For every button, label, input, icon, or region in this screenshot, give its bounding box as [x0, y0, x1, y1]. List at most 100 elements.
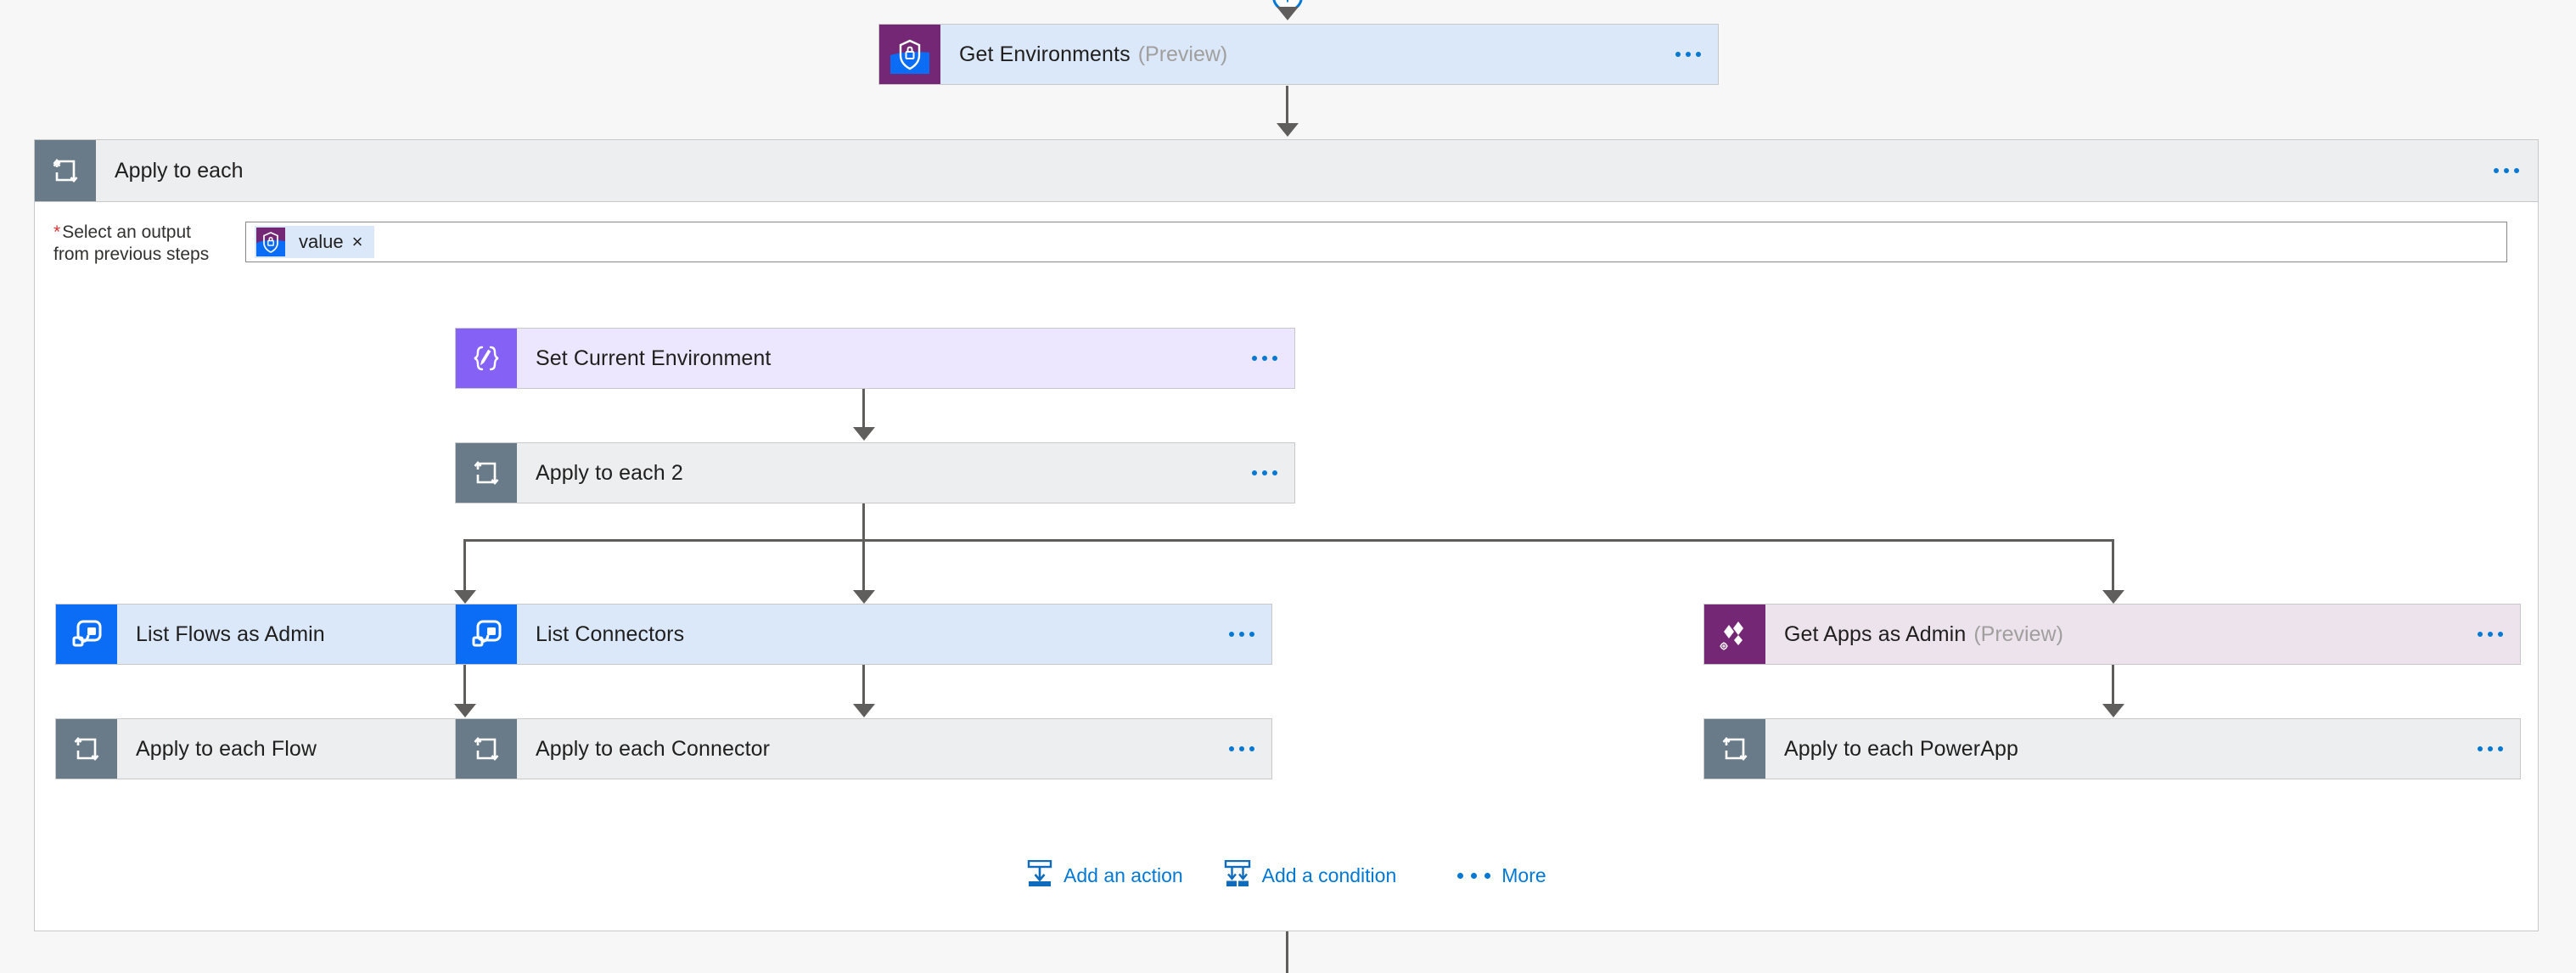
step-title: Apply to each Flow: [136, 736, 317, 761]
dot: [1249, 746, 1254, 751]
step-title: Apply to each PowerApp: [1784, 736, 2018, 761]
dot: [2498, 746, 2503, 751]
dot: [1696, 52, 1701, 57]
dot: [1239, 746, 1244, 751]
powerapps-admin-icon: [1704, 605, 1765, 664]
dot: [1272, 356, 1277, 361]
card-body: Get Apps as Admin (Preview): [1765, 605, 2520, 664]
connector-arrow: [454, 704, 476, 717]
add-an-action-button[interactable]: Add an action: [1027, 859, 1183, 891]
card-body: Get Environments (Preview): [940, 25, 1718, 84]
connector-line: [2112, 665, 2114, 706]
more-dots-icon: [1457, 873, 1491, 879]
more-options-button[interactable]: [1252, 356, 1277, 361]
card-body: List Connectors: [517, 605, 1271, 664]
more-options-button[interactable]: [2494, 168, 2519, 173]
loop-icon: [456, 719, 517, 779]
dot: [1252, 470, 1257, 475]
dot: [1272, 470, 1277, 475]
dot: [1239, 632, 1244, 637]
more-options-button[interactable]: [1252, 470, 1277, 475]
dot: [1249, 632, 1254, 637]
step-card-set-current-environment[interactable]: Set Current Environment: [455, 328, 1295, 389]
dot: [2504, 168, 2509, 173]
power-automate-icon: [56, 605, 117, 664]
dot: [1229, 632, 1234, 637]
step-card-get-apps-as-admin[interactable]: Get Apps as Admin (Preview): [1703, 604, 2521, 665]
more-options-button[interactable]: [1229, 746, 1254, 751]
more-label: More: [1501, 864, 1546, 886]
preview-badge: (Preview): [1973, 621, 2063, 646]
add-an-action-label: Add an action: [1064, 864, 1183, 886]
step-card-list-connectors[interactable]: List Connectors: [455, 604, 1272, 665]
step-title: Get Environments: [959, 42, 1131, 66]
branch-split-bar: [463, 539, 2114, 542]
more-options-button[interactable]: [1229, 632, 1254, 637]
shield-lock-icon: [879, 25, 940, 84]
header-body: Apply to each: [96, 140, 2538, 201]
compose-braces-icon: [456, 329, 517, 388]
close-icon[interactable]: ×: [351, 231, 363, 252]
step-title: List Connectors: [536, 621, 685, 646]
more-options-button[interactable]: [2478, 632, 2503, 637]
dot: [1675, 52, 1681, 57]
step-title: Apply to each 2: [536, 460, 683, 485]
loop-icon: [456, 443, 517, 503]
add-a-condition-label: Add a condition: [1261, 864, 1397, 886]
card-body: Apply to each Connector: [517, 719, 1271, 779]
add-condition-icon: [1224, 859, 1251, 891]
dot: [2478, 746, 2483, 751]
connector-arrow: [853, 427, 875, 441]
power-automate-icon: [456, 605, 517, 664]
connector-arrow: [454, 590, 476, 604]
card-body: Apply to each 2: [517, 443, 1294, 503]
select-output-label-line2: from previous steps: [53, 245, 210, 264]
select-output-input[interactable]: value ×: [245, 222, 2507, 262]
dot: [1471, 873, 1478, 879]
apply-to-each-header[interactable]: Apply to each: [34, 139, 2539, 202]
shield-lock-icon: [255, 226, 287, 258]
card-body: Apply to each PowerApp: [1765, 719, 2520, 779]
step-card-get-environments[interactable]: Get Environments (Preview): [878, 24, 1719, 85]
step-title: Apply to each Connector: [536, 736, 771, 761]
add-a-condition-button[interactable]: Add a condition: [1224, 859, 1397, 891]
dot: [1262, 470, 1267, 475]
connector-line: [862, 389, 865, 429]
step-title: Set Current Environment: [536, 346, 772, 370]
select-output-row: *Select an output from previous steps: [35, 222, 2540, 276]
preview-badge: (Preview): [1137, 42, 1228, 66]
scope-action-bar: Add an action Add a condition: [1027, 859, 1587, 891]
step-title: List Flows as Admin: [136, 621, 325, 646]
more-options-button[interactable]: [2478, 746, 2503, 751]
step-card-apply-to-each-powerapp[interactable]: Apply to each PowerApp: [1703, 718, 2521, 779]
dot: [1686, 52, 1691, 57]
dot: [1457, 873, 1464, 879]
dot: [2494, 168, 2499, 173]
step-card-apply-to-each-connector[interactable]: Apply to each Connector: [455, 718, 1272, 779]
connector-arrow: [2102, 704, 2124, 717]
connector-line: [463, 665, 466, 706]
more-options-button[interactable]: [1675, 52, 1701, 57]
connector-line: [862, 665, 865, 706]
more-button[interactable]: More: [1457, 864, 1546, 887]
dynamic-content-token[interactable]: value ×: [255, 226, 375, 258]
connector-line: [862, 503, 865, 541]
dot: [2498, 632, 2503, 637]
connector-arrow: [853, 590, 875, 604]
card-body: Set Current Environment: [517, 329, 1294, 388]
plus-icon: +: [1281, 0, 1294, 8]
connector-arrow: [853, 704, 875, 717]
connector-line: [2112, 539, 2114, 592]
step-card-apply-to-each-2[interactable]: Apply to each 2: [455, 442, 1295, 503]
dot: [1229, 746, 1234, 751]
apply-to-each-scope: Apply to each *Select an output from pre…: [34, 139, 2539, 931]
dot: [1252, 356, 1257, 361]
token-label: value: [299, 231, 344, 252]
scope-title: Apply to each: [115, 158, 244, 183]
dot: [1484, 873, 1491, 879]
select-output-label-line1: Select an output: [62, 222, 191, 242]
loop-icon: [1704, 719, 1765, 779]
step-title: Get Apps as Admin: [1784, 621, 1967, 646]
add-action-icon: [1027, 859, 1052, 891]
